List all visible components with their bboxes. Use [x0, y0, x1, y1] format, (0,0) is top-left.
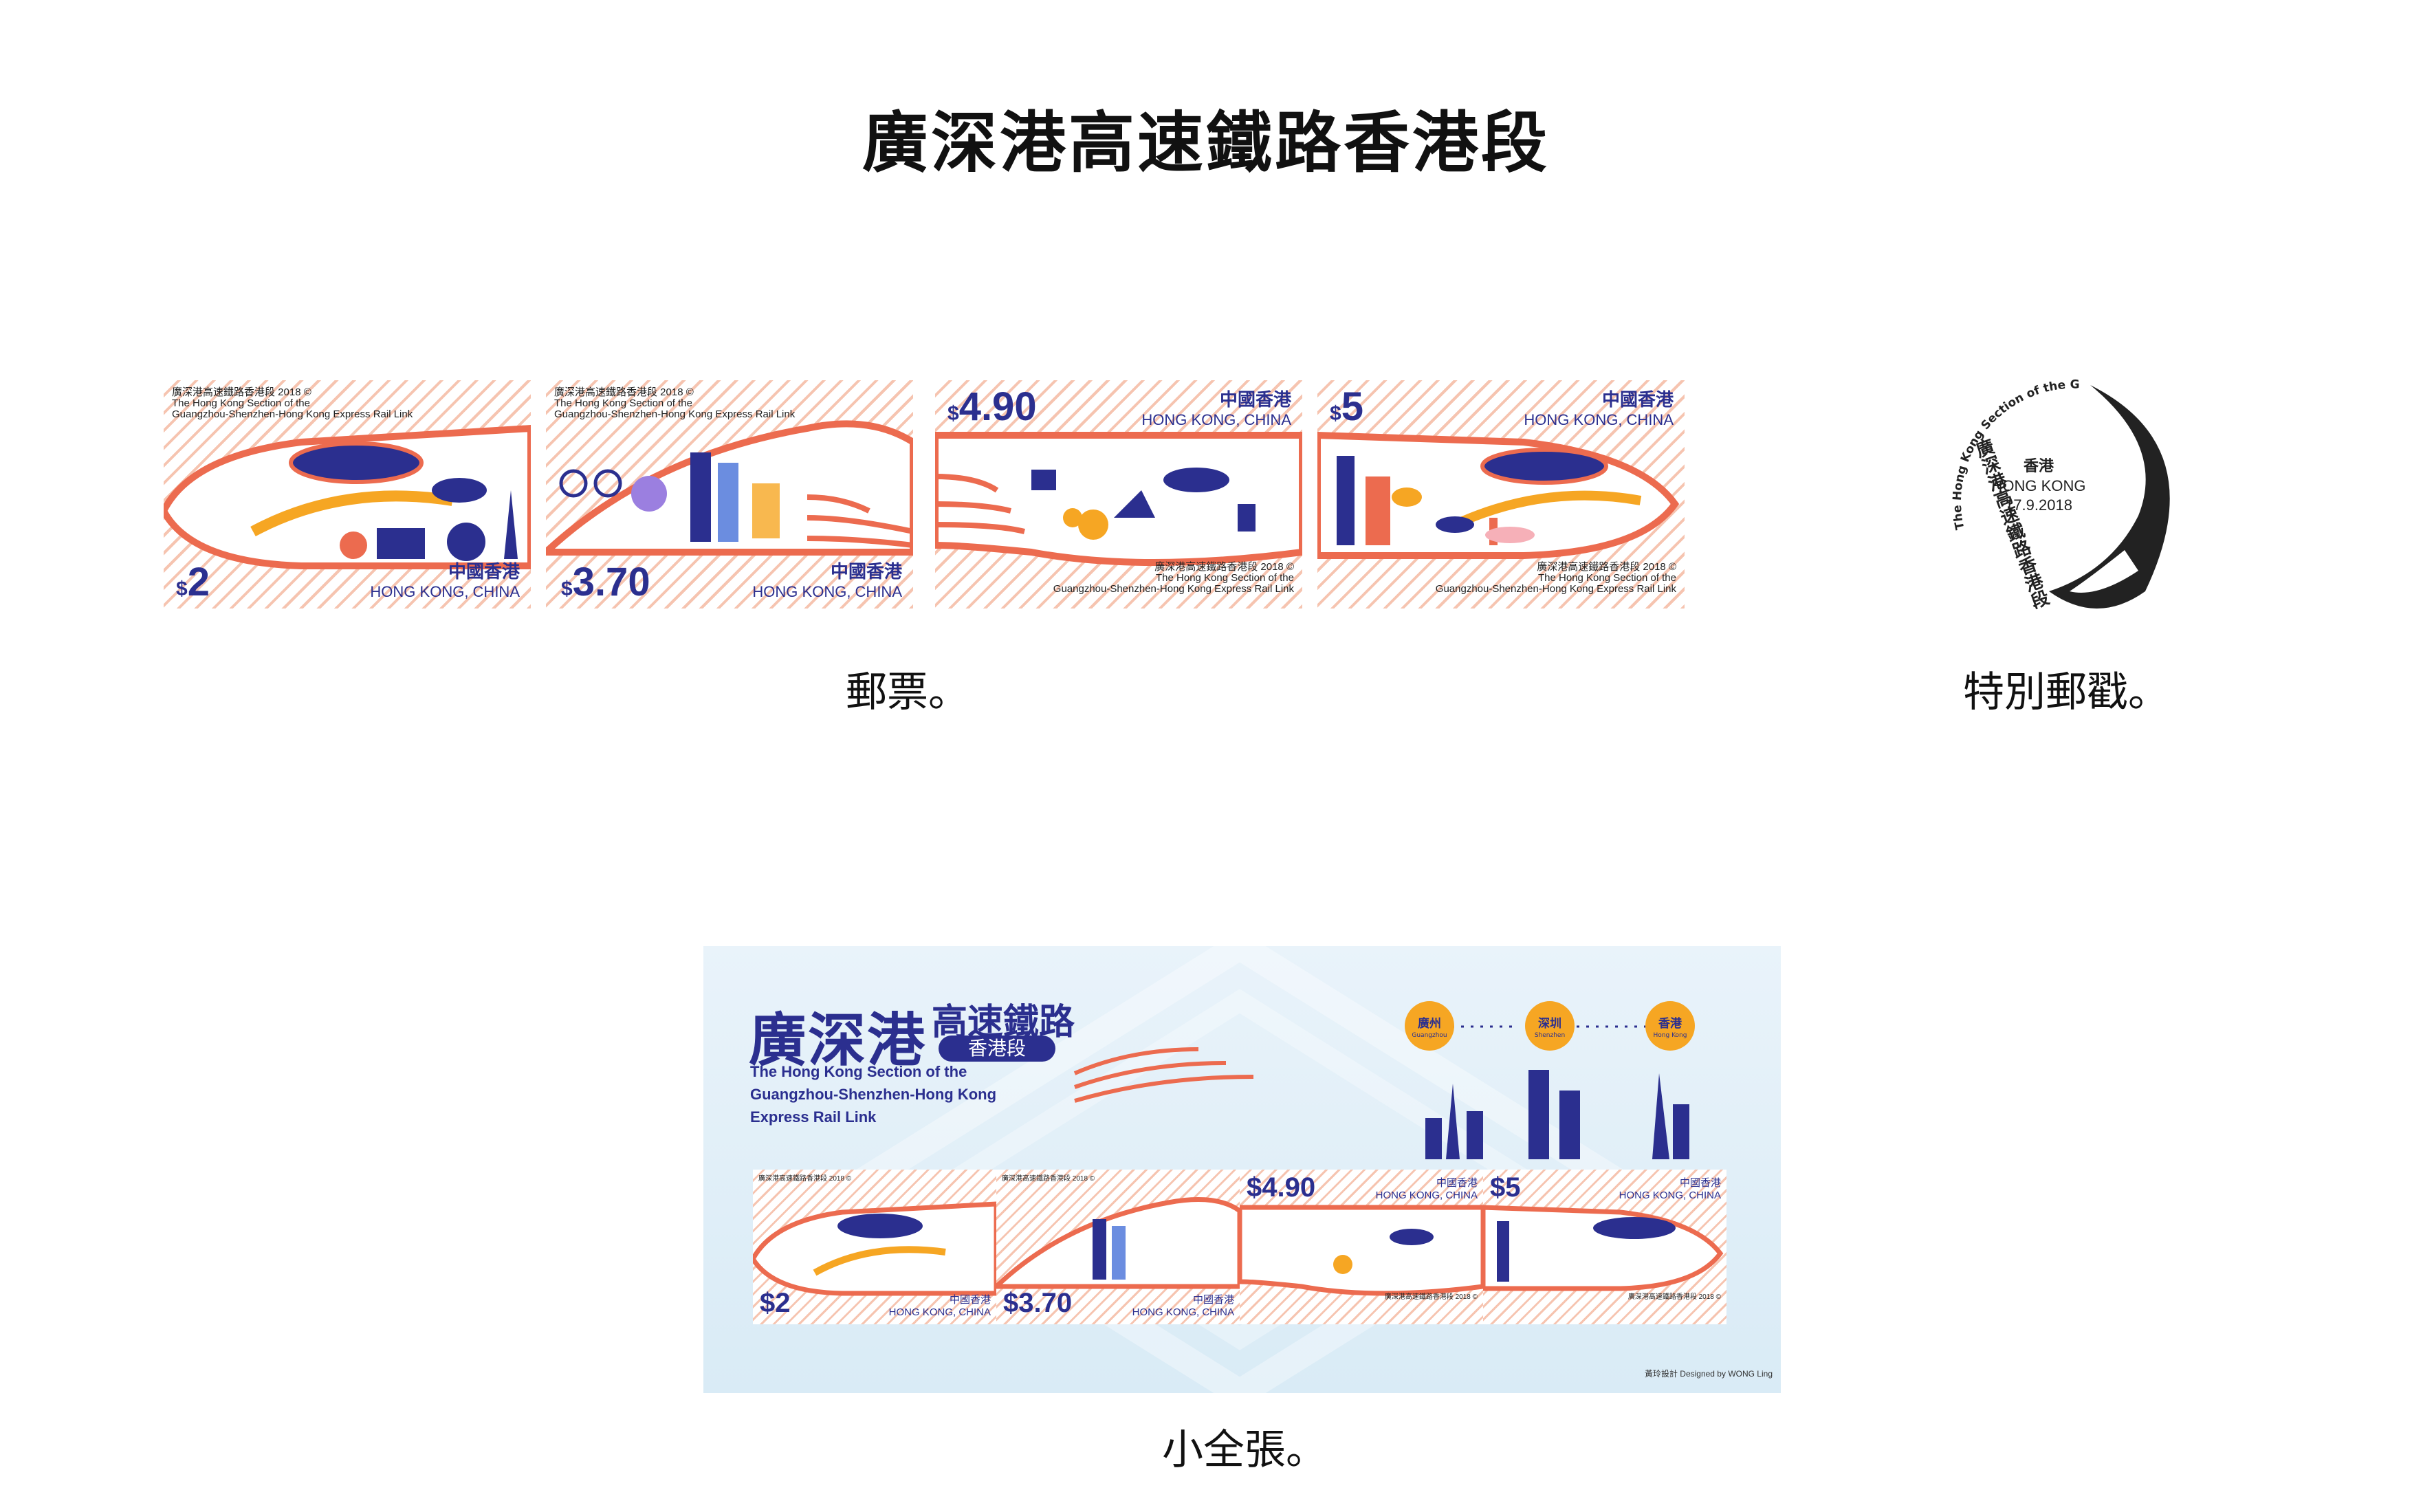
- stamp-en-title: Guangzhou-Shenzhen-Hong Kong Express Rai…: [554, 408, 796, 420]
- stamps-caption: 郵票。: [846, 668, 969, 716]
- stamp-en-title: Guangzhou-Shenzhen-Hong Kong Express Rai…: [1435, 583, 1676, 595]
- stamp-zh-title: 廣深港高速鐵路香港段 2018 ©: [1154, 561, 1294, 573]
- stamp-country: 中國香港 HONG KONG, CHINA: [752, 561, 902, 600]
- stamp-country: 中國香港 HONG KONG, CHINA: [1524, 389, 1674, 428]
- postmark-date: 17.9.2018: [2005, 496, 2072, 514]
- stamp-en-title: Guangzhou-Shenzhen-Hong Kong Express Rai…: [172, 408, 413, 420]
- stamp-en-title: Guangzhou-Shenzhen-Hong Kong Express Rai…: [1053, 583, 1294, 595]
- special-postmark: The Hong Kong Section of the Guangzhou-S…: [1914, 354, 2214, 639]
- stamp-en-title: The Hong Kong Section of the: [1156, 572, 1294, 584]
- stamp-artwork: [1317, 431, 1680, 559]
- stamp-zh-title: 廣深港高速鐵路香港段 2018 ©: [554, 386, 694, 398]
- stamp-row: 廣深港高速鐵路香港段 2018 © The Hong Kong Section …: [164, 380, 1685, 609]
- stamp-5-dollar: $5 中國香港 HONG KONG, CHINA 廣深港高速鐵路香港段 2018…: [1317, 380, 1685, 609]
- stamp-value: $5: [1330, 384, 1363, 429]
- sheet-caption: 小全張。: [1162, 1426, 1327, 1474]
- stamp-zh-title: 廣深港高速鐵路香港段 2018 ©: [172, 386, 311, 398]
- sheet-title-zh: 廣深港: [749, 1007, 927, 1074]
- stamp-artwork: [164, 424, 531, 569]
- sheet-background-pattern: [856, 946, 1689, 1393]
- stamp-artwork: [1483, 1205, 1724, 1291]
- stamp-en-title: The Hong Kong Section of the: [172, 397, 310, 409]
- designer-credit: 黃玲設計 Designed by WONG Ling: [1644, 1369, 1773, 1379]
- postmark-place-zh: 香港: [2024, 458, 2054, 475]
- stamp-artwork: [935, 432, 1302, 566]
- page-title: 廣深港高速鐵路香港段: [862, 104, 1550, 182]
- postmark-place-en: HONG KONG: [1992, 477, 2086, 494]
- postmark-artwork: The Hong Kong Section of the Guangzhou-S…: [1914, 354, 2170, 612]
- stamp-value: $3.70: [561, 560, 650, 604]
- stamp-value: $2: [176, 560, 210, 604]
- stamp-en-title: The Hong Kong Section of the: [554, 397, 692, 409]
- stamp-value: $4.90: [947, 384, 1037, 429]
- sheet-title-pill: 香港段: [939, 1036, 1055, 1062]
- stamp-artwork: [1240, 1205, 1483, 1296]
- stamp-4-90-dollar: $4.90 中國香港 HONG KONG, CHINA 廣深港高速鐵路香港段 2…: [935, 380, 1302, 609]
- stamp-artwork: [753, 1201, 996, 1296]
- postmark-caption: 特別郵戳。: [1963, 668, 2169, 716]
- sheet-title-en: The Hong Kong Section of the Guangzhou-S…: [750, 1063, 997, 1126]
- stamp-artwork: [546, 420, 913, 556]
- stamp-country: 中國香港 HONG KONG, CHINA: [1141, 389, 1291, 428]
- stamp-country: 中國香港 HONG KONG, CHINA: [370, 561, 520, 600]
- stamp-artwork: [996, 1197, 1240, 1289]
- stamp-en-title: The Hong Kong Section of the: [1538, 572, 1676, 584]
- stamp-zh-title: 廣深港高速鐵路香港段 2018 ©: [1537, 561, 1676, 573]
- stamp-3-70-dollar: 廣深港高速鐵路香港段 2018 © The Hong Kong Section …: [546, 380, 913, 609]
- stamp-2-dollar: 廣深港高速鐵路香港段 2018 © The Hong Kong Section …: [164, 380, 531, 609]
- souvenir-sheet: 廣深港 高速鐵路 香港段 The Hong Kong Section of th…: [703, 946, 1781, 1393]
